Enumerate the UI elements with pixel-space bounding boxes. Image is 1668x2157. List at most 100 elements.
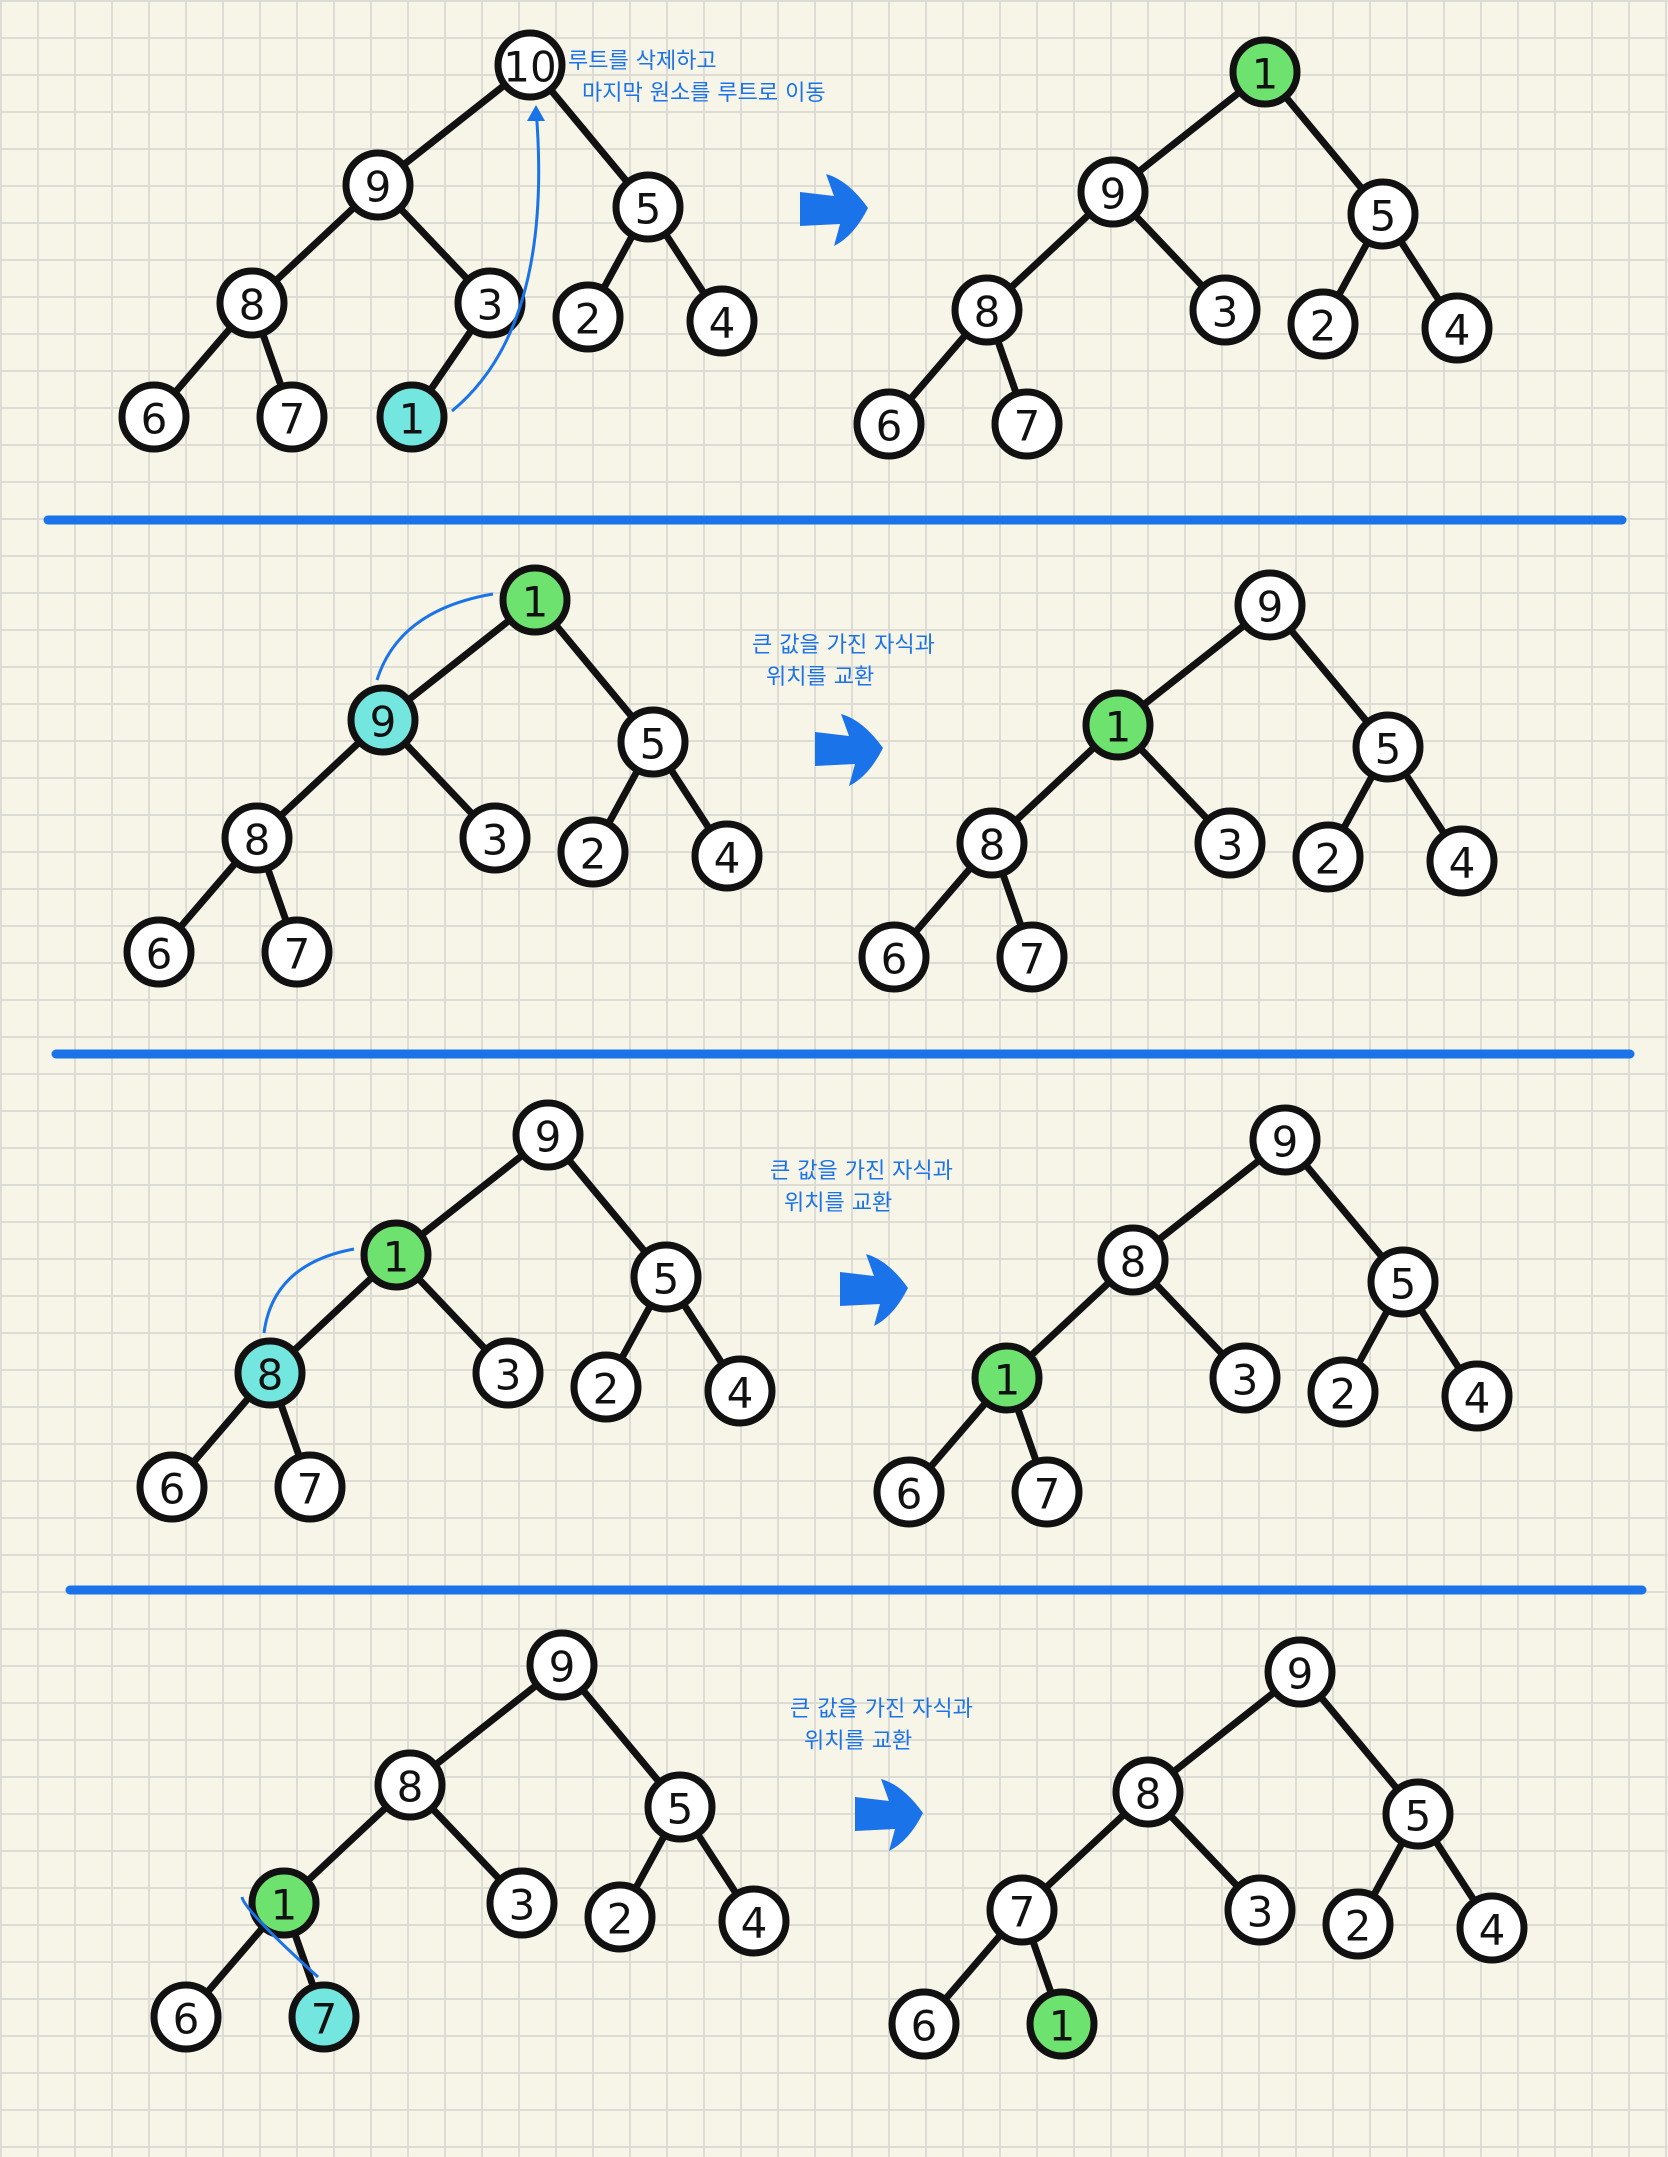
- node-circle: [459, 802, 531, 874]
- tree-node-lr: 3: [486, 1867, 558, 1939]
- node-value: 5: [635, 185, 662, 234]
- tree-node-llr: 7: [991, 388, 1063, 460]
- tree-node-root: 9: [526, 1629, 598, 1701]
- node-value: 7: [311, 1995, 338, 2044]
- swap-arc-3: [262, 1247, 355, 1334]
- node-circle: [1264, 1636, 1336, 1708]
- tree-node-l: 8: [374, 1749, 446, 1821]
- node-circle: [374, 1749, 446, 1821]
- tree-node-r: 5: [1367, 1246, 1439, 1318]
- step-arrow-icon: [855, 1779, 923, 1851]
- node-value: 6: [146, 930, 173, 979]
- node-circle: [221, 802, 293, 874]
- node-circle: [256, 381, 328, 453]
- tree-node-rr: 4: [691, 820, 763, 892]
- node-circle: [570, 1351, 642, 1423]
- node-circle: [136, 1451, 208, 1523]
- tree-node-llr: 7: [288, 1981, 360, 2053]
- tree-node-root: 10: [494, 29, 566, 101]
- node-value: 2: [1310, 302, 1337, 351]
- tree-node-lll: 6: [118, 381, 190, 453]
- node-value: 1: [1252, 50, 1279, 99]
- node-circle: [1352, 711, 1424, 783]
- tree-node-ll: 8: [221, 802, 293, 874]
- tree-node-rl: 2: [557, 816, 629, 888]
- tree-node-lr: 3: [1224, 1874, 1296, 1946]
- node-circle: [347, 684, 419, 756]
- node-value: 3: [1212, 288, 1239, 337]
- node-circle: [1077, 156, 1149, 228]
- tree-node-root: 9: [512, 1099, 584, 1171]
- tree-node-lr: 3: [454, 267, 526, 339]
- node-circle: [704, 1355, 776, 1427]
- node-circle: [986, 1874, 1058, 1946]
- node-circle: [630, 1241, 702, 1313]
- node-circle: [584, 1881, 656, 1953]
- node-circle: [718, 1885, 790, 1957]
- tree-node-lll: 6: [150, 1981, 222, 2053]
- tree-node-r: 5: [1382, 1778, 1454, 1850]
- node-circle: [248, 1867, 320, 1939]
- tree-node-rl: 2: [584, 1881, 656, 1953]
- tree-node-ll: 8: [234, 1337, 306, 1409]
- node-circle: [342, 149, 414, 221]
- node-value: 5: [1405, 1792, 1432, 1841]
- node-value: 2: [593, 1365, 620, 1414]
- annotation-line: 마지막 원소를 루트로 이동: [582, 81, 826, 106]
- node-circle: [274, 1451, 346, 1523]
- tree-node-ll: 8: [216, 267, 288, 339]
- annotation-line: 위치를 교환: [784, 1191, 892, 1216]
- node-value: 4: [714, 834, 741, 883]
- tree-node-rr: 4: [1456, 1892, 1528, 1964]
- node-value: 8: [974, 288, 1001, 337]
- tree-node-lll: 6: [853, 388, 925, 460]
- node-value: 6: [141, 395, 168, 444]
- node-value: 2: [1345, 1902, 1372, 1951]
- node-circle: [858, 921, 930, 993]
- node-value: 4: [1444, 306, 1471, 355]
- tree-node-rr: 4: [1441, 1360, 1513, 1432]
- tree-node-rr: 4: [1426, 825, 1498, 897]
- tree-node-r: 5: [1347, 178, 1419, 250]
- node-value: 8: [244, 816, 271, 865]
- node-value: 6: [911, 2002, 938, 2051]
- node-value: 7: [1034, 1470, 1061, 1519]
- node-value: 3: [1217, 821, 1244, 870]
- node-circle: [1194, 807, 1266, 879]
- node-circle: [1249, 1104, 1321, 1176]
- tree-node-llr: 7: [261, 916, 333, 988]
- tree-node-rr: 4: [718, 1885, 790, 1957]
- node-circle: [261, 916, 333, 988]
- tree-node-ll: 8: [951, 274, 1023, 346]
- tree-node-ll: 7: [986, 1874, 1058, 1946]
- tree-node-ll: 8: [956, 807, 1028, 879]
- tree-node-lll: 6: [873, 1456, 945, 1528]
- node-circle: [486, 1867, 558, 1939]
- node-circle: [472, 1337, 544, 1409]
- node-value: 5: [640, 720, 667, 769]
- tree-node-ll: 1: [971, 1342, 1043, 1414]
- tree-node-l: 1: [1082, 689, 1154, 761]
- node-value: 4: [741, 1899, 768, 1948]
- node-value: 9: [1257, 583, 1284, 632]
- node-circle: [118, 381, 190, 453]
- tree-node-l: 9: [347, 684, 419, 756]
- node-value: 4: [1449, 839, 1476, 888]
- node-value: 6: [876, 402, 903, 451]
- node-circle: [1189, 274, 1261, 346]
- tree-node-llr: 7: [996, 921, 1068, 993]
- node-circle: [123, 916, 195, 988]
- step-arrow-icon: [800, 174, 868, 246]
- node-circle: [1292, 821, 1364, 893]
- tree-node-rr: 4: [704, 1355, 776, 1427]
- node-circle: [996, 921, 1068, 993]
- node-value: 6: [173, 1995, 200, 2044]
- node-circle: [1229, 36, 1301, 108]
- node-value: 10: [503, 43, 556, 92]
- tree-node-lr: 3: [472, 1337, 544, 1409]
